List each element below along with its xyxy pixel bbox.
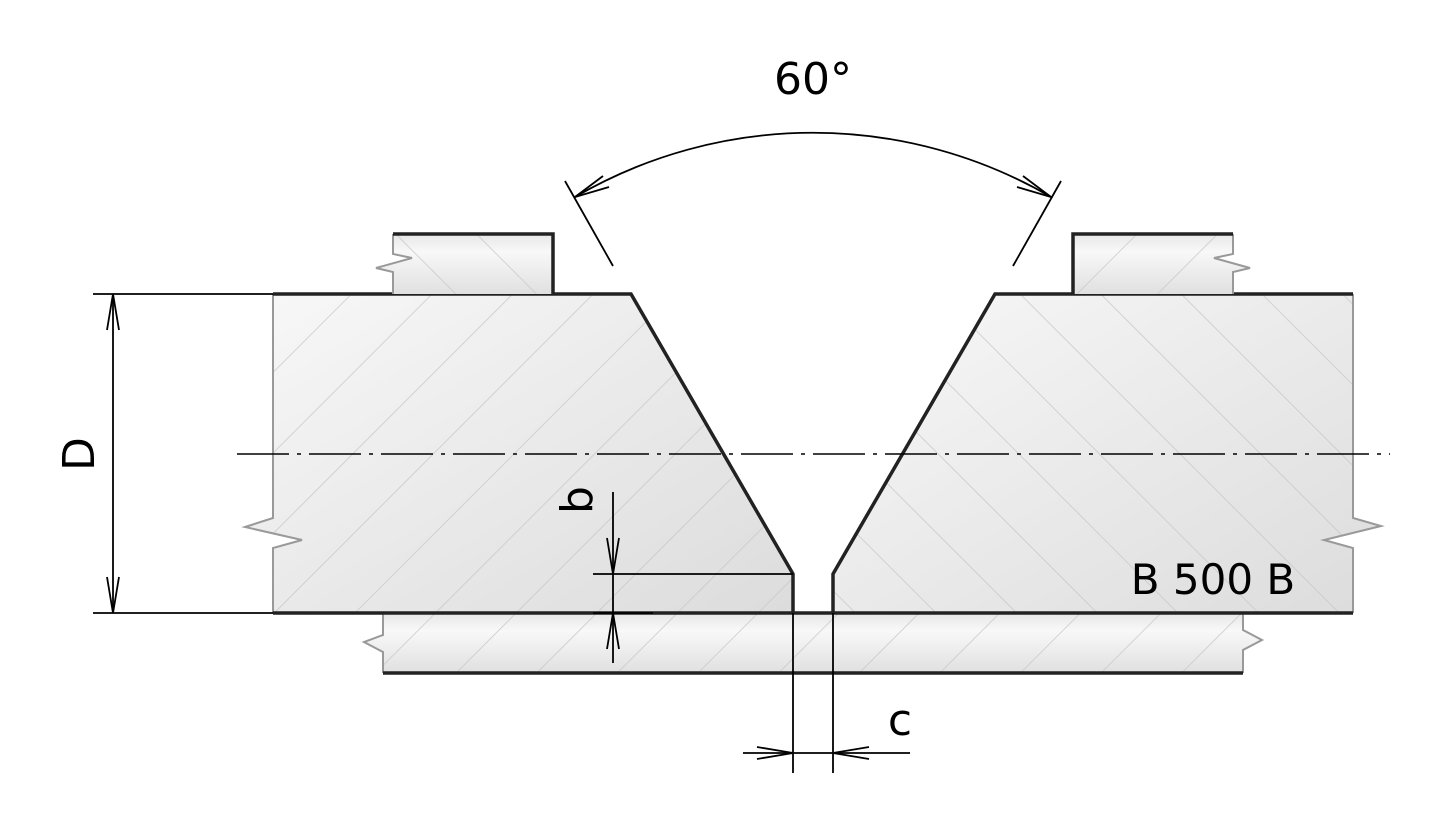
left-plate	[241, 292, 795, 613]
root-gap-label: c	[888, 695, 912, 746]
right-top-bar	[1071, 232, 1251, 294]
root-face-dimension: b	[552, 486, 793, 663]
root-face-label: b	[552, 486, 603, 514]
backing-strip	[361, 613, 1265, 675]
thickness-dimension: D	[54, 293, 273, 614]
root-gap-dimension: c	[743, 613, 912, 773]
designation-label: B 500 B	[1131, 555, 1296, 604]
groove-angle-dimension: 60°	[564, 54, 1062, 267]
left-top-bar	[375, 232, 555, 294]
angle-label: 60°	[774, 54, 852, 105]
thickness-label: D	[54, 437, 105, 471]
